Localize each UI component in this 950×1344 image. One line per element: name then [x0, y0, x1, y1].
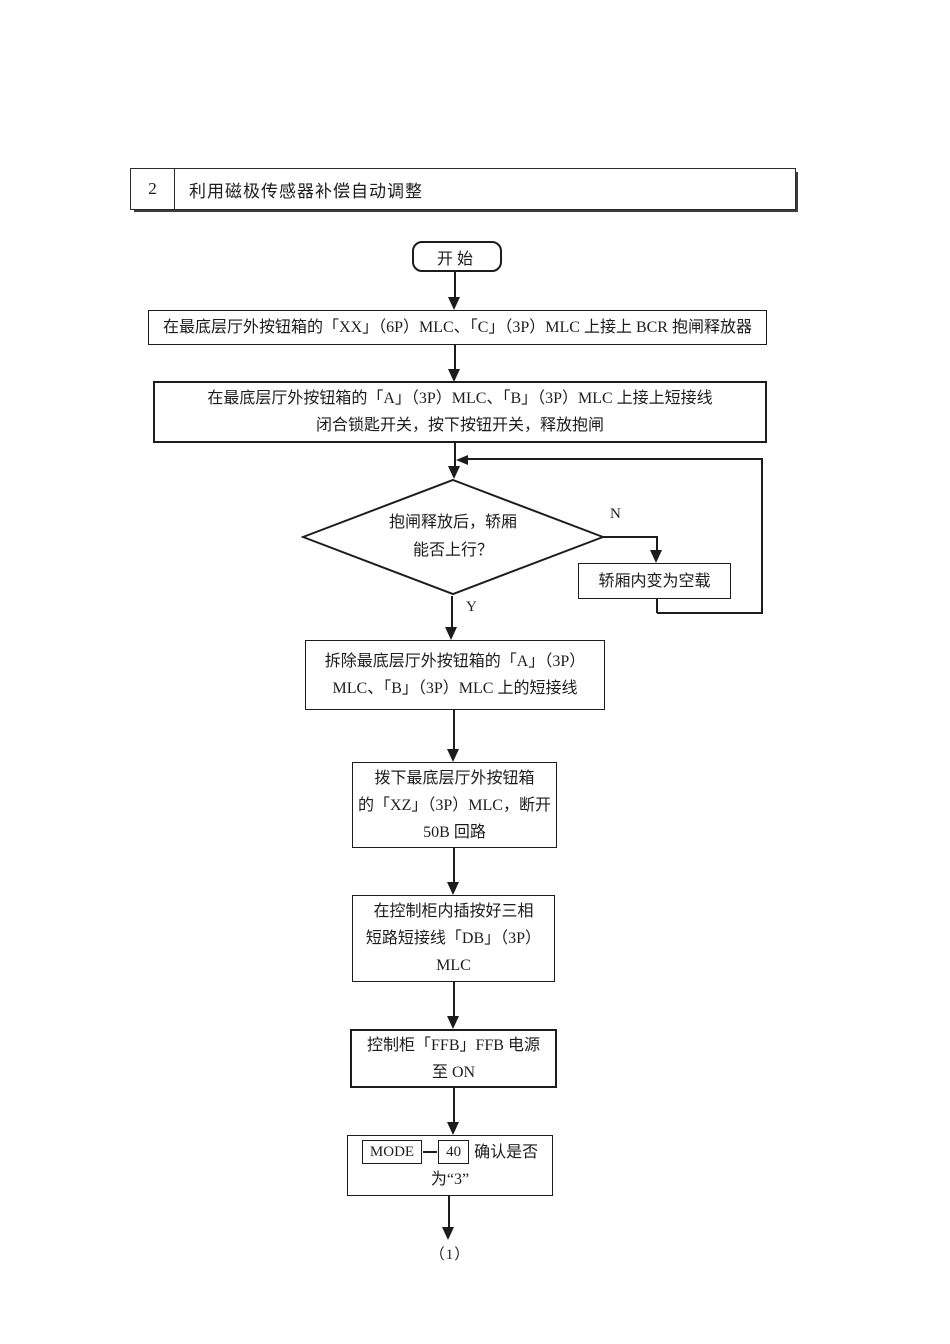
no-branch-label: N [610, 506, 621, 522]
arrowhead [442, 1227, 454, 1240]
step6-line2: 至 ON [431, 1063, 476, 1081]
step5-line2: 短路短接线「DB」（3P） [365, 930, 542, 947]
no-action-text: 轿厢内变为空载 [598, 572, 711, 590]
flow-line [453, 710, 455, 750]
process-step4: 拨下最底层厅外按钮箱 的「XZ」（3P）MLC，断开 50B 回路 [352, 762, 557, 848]
step2-line2: 闭合锁匙开关，按下按钮开关，释放抱闸 [315, 417, 604, 434]
arrowhead [447, 1122, 459, 1135]
arrowhead [448, 369, 460, 382]
step2-line1: 在最底层厅外按钮箱的「A」（3P）MLC、「B」（3P）MLC 上接上短接线 [207, 390, 713, 407]
off-page-connector-label: （1） [429, 1247, 471, 1263]
section-header-table: 2 利用磁极传感器补偿自动调整 [130, 168, 796, 210]
decision-text: 抱闸释放后，轿厢 能否上行？ [301, 478, 605, 596]
mode-row: MODE 40 确认是否 [361, 1139, 539, 1166]
step4-line3: 50B 回路 [423, 823, 486, 841]
step6-line1: 控制柜「FFB」FFB 电源 [367, 1036, 540, 1054]
step5-line3: MLC [436, 957, 471, 974]
mode-key: MODE [361, 1140, 423, 1164]
feedback-line [657, 612, 763, 614]
process-step3: 拆除最底层厅外按钮箱的「A」（3P） MLC、「B」（3P）MLC 上的短接线 [305, 640, 605, 710]
process-step7: MODE 40 确认是否 为“3” [347, 1135, 553, 1196]
decision-line2: 能否上行？ [412, 542, 493, 559]
step7-text1: 确认是否 [474, 1143, 539, 1161]
arrowhead [447, 1016, 459, 1029]
feedback-line [468, 458, 763, 460]
flow-line [451, 596, 453, 628]
flow-line [453, 982, 455, 1017]
flow-line [454, 443, 456, 467]
section-title: 利用磁极传感器补偿自动调整 [189, 181, 423, 201]
arrowhead [456, 455, 468, 465]
start-label: 开始 [436, 250, 477, 268]
flow-line [454, 272, 456, 298]
step7-text2: 为“3” [430, 1170, 470, 1188]
flow-line [656, 536, 658, 551]
decision-line1: 抱闸释放后，轿厢 [388, 514, 517, 531]
feedback-line [761, 458, 763, 614]
step5-line1: 在控制柜内插按好三相 [373, 903, 534, 920]
process-step1: 在最底层厅外按钮箱的「XX」（6P）MLC、「C」（3P）MLC 上接上 BCR… [148, 310, 767, 345]
arrowhead [448, 297, 460, 310]
section-number: 2 [131, 169, 175, 209]
arrowhead [650, 550, 662, 563]
flow-line [454, 345, 456, 370]
arrowhead [447, 749, 459, 762]
process-step2: 在最底层厅外按钮箱的「A」（3P）MLC、「B」（3P）MLC 上接上短接线 闭… [153, 381, 767, 443]
step3-line2: MLC、「B」（3P）MLC 上的短接线 [332, 680, 578, 697]
flow-line [453, 848, 455, 883]
start-node: 开始 [412, 241, 502, 272]
arrowhead [447, 882, 459, 895]
step4-line1: 拨下最底层厅外按钮箱 [374, 769, 535, 787]
flow-line [601, 536, 658, 538]
feedback-line [656, 599, 658, 613]
flow-line [453, 1088, 455, 1123]
process-step5: 在控制柜内插按好三相 短路短接线「DB」（3P） MLC [352, 895, 555, 982]
step3-line1: 拆除最底层厅外按钮箱的「A」（3P） [324, 653, 586, 670]
arrowhead [445, 627, 457, 640]
decision-diamond [301, 478, 605, 596]
arrowhead [448, 466, 460, 479]
step1-text: 在最底层厅外按钮箱的「XX」（6P）MLC、「C」（3P）MLC 上接上 BCR… [163, 319, 752, 336]
flow-line [448, 1196, 450, 1228]
mode-value: 40 [438, 1140, 470, 1164]
yes-branch-label: Y [466, 599, 477, 615]
process-no-action: 轿厢内变为空载 [578, 563, 731, 599]
process-step6: 控制柜「FFB」FFB 电源 至 ON [350, 1029, 557, 1088]
dash-connector [423, 1151, 438, 1153]
step4-line2: 的「XZ」（3P）MLC，断开 [358, 796, 551, 814]
